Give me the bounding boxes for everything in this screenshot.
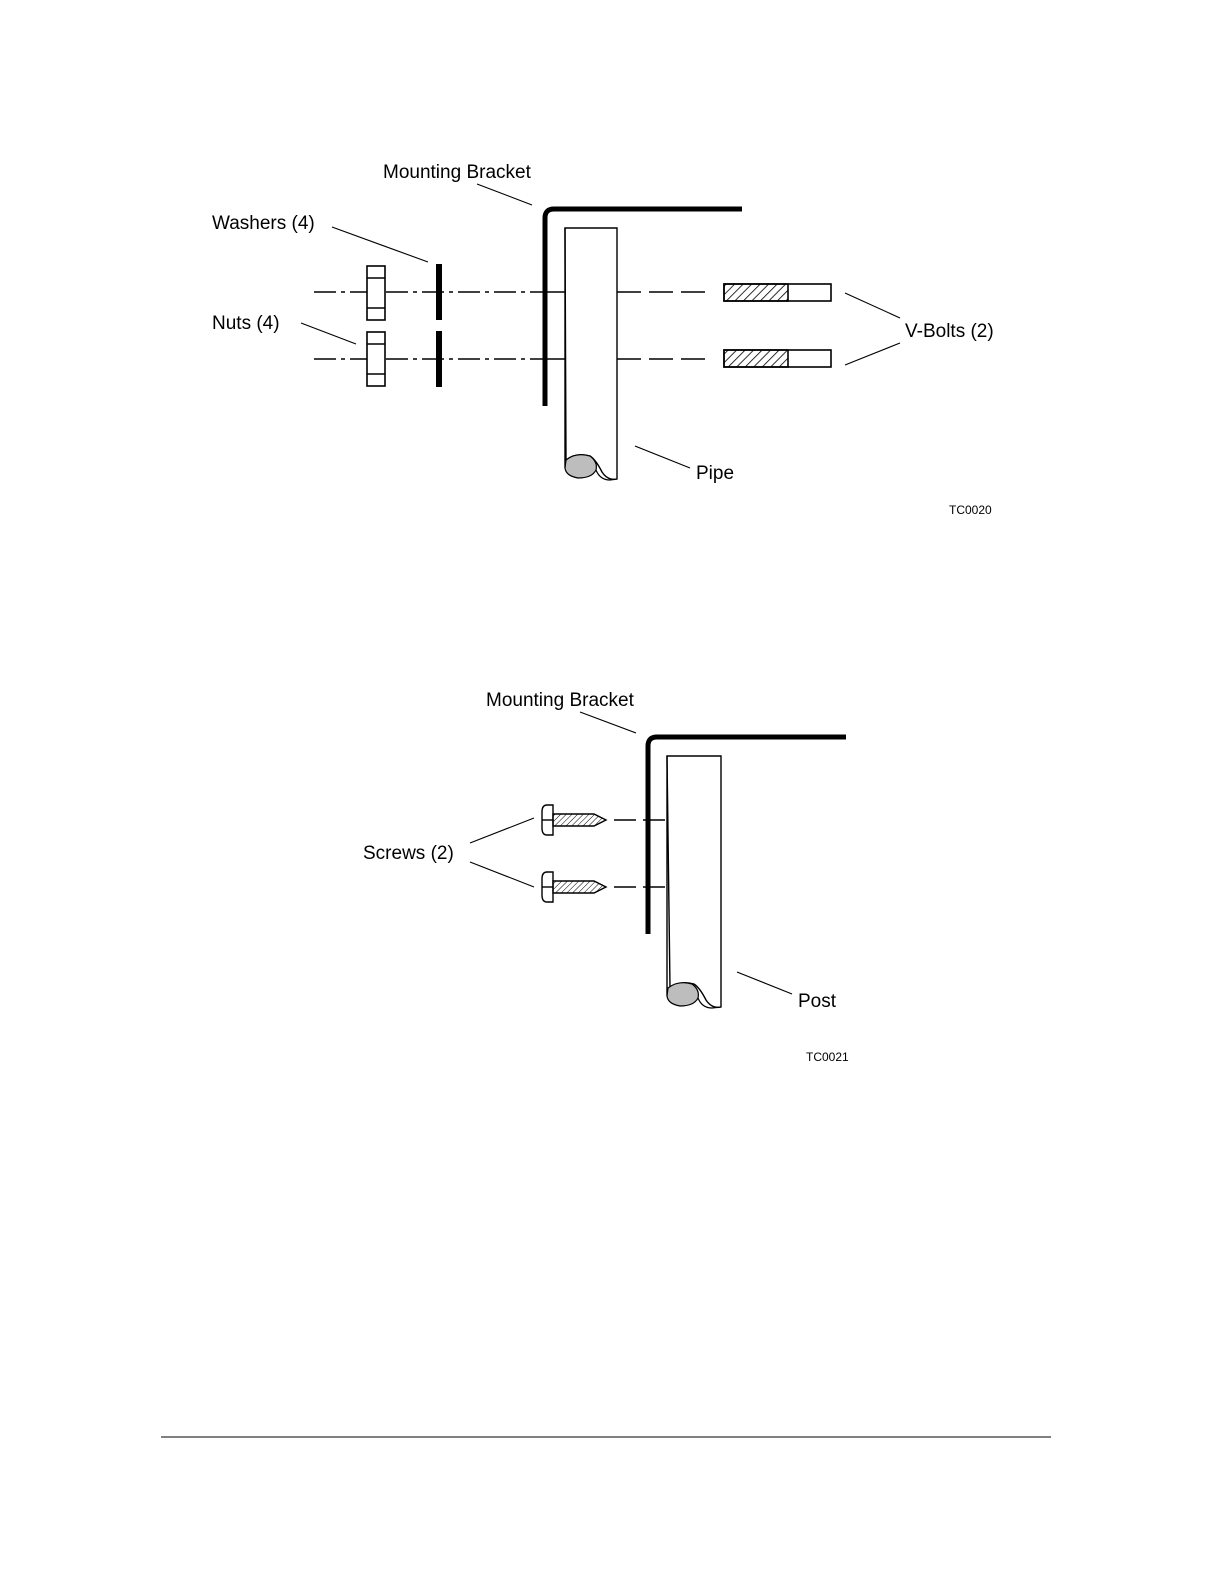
label-mounting-bracket: Mounting Bracket bbox=[383, 162, 532, 183]
v-bolt-bottom bbox=[724, 350, 831, 367]
pipe-mount-figure: Mounting Bracket Washers (4) Nuts (4) V-… bbox=[212, 162, 994, 517]
nut-top bbox=[367, 266, 385, 320]
label-v-bolts: V-Bolts (2) bbox=[905, 321, 994, 342]
nut-bottom bbox=[367, 332, 385, 386]
label-nuts: Nuts (4) bbox=[212, 313, 280, 334]
post-mount-figure: Mounting Bracket Screws (2) Post TC0021 bbox=[363, 690, 849, 1064]
figure-code-1: TC0020 bbox=[949, 503, 992, 517]
leader-lines-fig2 bbox=[470, 712, 792, 994]
label-post: Post bbox=[798, 991, 837, 1012]
screw-bottom bbox=[542, 872, 606, 902]
washer-top bbox=[436, 264, 442, 320]
label-pipe: Pipe bbox=[696, 463, 734, 484]
v-bolt-top bbox=[724, 284, 831, 301]
post-shape bbox=[667, 756, 721, 1008]
pipe-shape bbox=[565, 228, 617, 480]
screw-centerlines bbox=[614, 820, 667, 887]
washer-bottom bbox=[436, 331, 442, 387]
figure-code-2: TC0021 bbox=[806, 1050, 849, 1064]
label-mounting-bracket-2: Mounting Bracket bbox=[486, 690, 635, 711]
label-washers: Washers (4) bbox=[212, 213, 315, 234]
label-screws: Screws (2) bbox=[363, 843, 454, 864]
screw-top bbox=[542, 805, 606, 835]
